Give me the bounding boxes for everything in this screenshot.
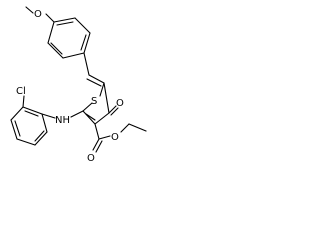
- bond-o-ch2: [120, 123, 130, 133]
- atom-nh: NH: [55, 115, 70, 126]
- atom-o-ester-carbonyl: O: [87, 153, 95, 164]
- bond-ch-c5: [88, 74, 105, 84]
- bond-ester-carbonyl: [92, 138, 100, 151]
- bond-ch-c5-double: [86, 78, 102, 87]
- bond-n-aryl: [41, 113, 56, 119]
- bond-ester-c-o: [98, 135, 111, 140]
- bond-c2-n: [70, 110, 84, 118]
- atom-o-methoxy: O: [34, 9, 42, 20]
- chlorophenyl-ring: [10, 106, 48, 146]
- bond-methyl-o: [25, 6, 34, 14]
- thiophene-ring: [82, 82, 110, 125]
- bond-aryl-ch: [83, 52, 90, 76]
- atom-o-keto: O: [116, 98, 124, 109]
- bond-keto: [108, 105, 117, 114]
- bond-keto-double: [110, 107, 119, 116]
- atom-cl: Cl: [16, 86, 26, 97]
- bond-o-aryl: [45, 13, 55, 23]
- bond-c-cl: [22, 95, 25, 108]
- molecule-structure: O Cl S O NH O O: [10, 6, 147, 164]
- atom-s: S: [91, 96, 97, 107]
- methoxyphenyl-ring: [47, 17, 91, 59]
- bond-ester-carbonyl-double: [95, 140, 103, 153]
- bond-ch2-ch3: [128, 123, 147, 132]
- bond-c3-ester-c: [94, 123, 100, 140]
- atom-o-ester: O: [111, 132, 119, 143]
